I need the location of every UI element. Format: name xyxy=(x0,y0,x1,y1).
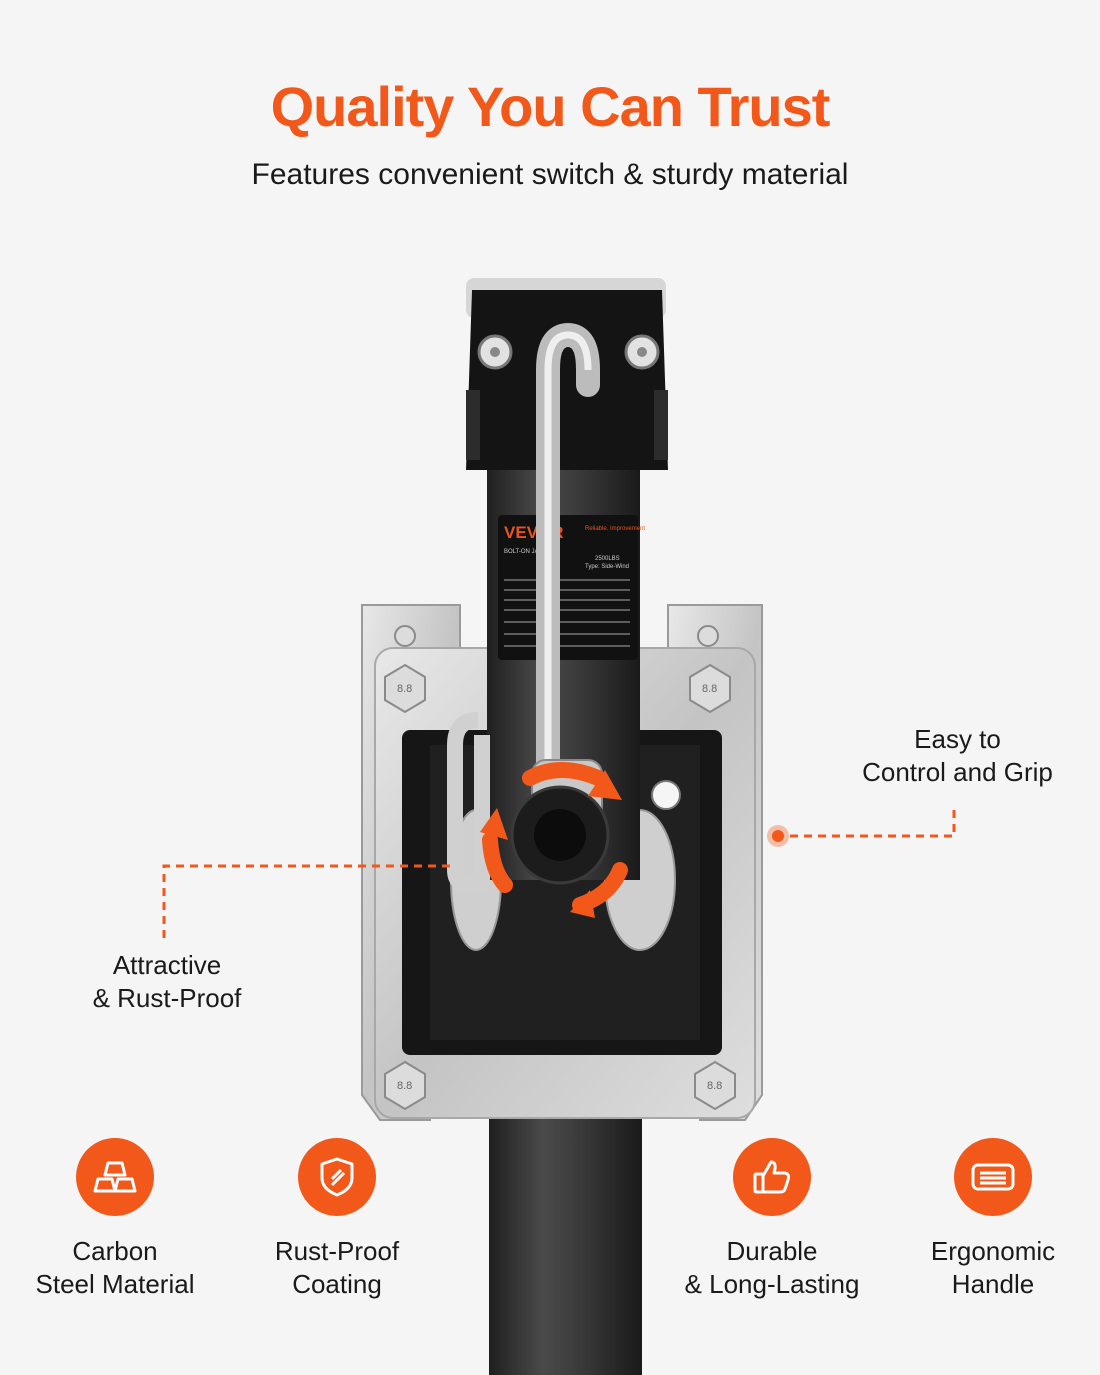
shield-icon xyxy=(298,1138,376,1216)
callout-leader-easy-grip xyxy=(767,804,956,847)
feature-label-line2: Coating xyxy=(292,1269,382,1299)
feature-label-line2: Handle xyxy=(951,1269,1035,1299)
svg-text:2500LBS: 2500LBS xyxy=(595,556,620,562)
bracket-bolts xyxy=(384,625,736,1111)
feature-label-line1: Ergonomic xyxy=(930,1236,1056,1266)
callout-rust-proof: Attractive & Rust-Proof xyxy=(62,949,272,1015)
feature-carbon-steel: Carbon Steel Material xyxy=(0,1138,235,1301)
svg-text:BOLT-ON JACK: BOLT-ON JACK xyxy=(504,549,547,555)
handle-icon xyxy=(954,1138,1032,1216)
bolt-grade-mark: 8.8 xyxy=(702,683,717,695)
feature-label-line1: Durable xyxy=(726,1236,818,1266)
feature-rust-proof: Rust-Proof Coating xyxy=(217,1138,457,1301)
thumbs-up-icon xyxy=(733,1138,811,1216)
callout-easy-grip-line1: Easy to xyxy=(914,724,1001,754)
callout-leader-rust-proof xyxy=(162,864,450,940)
callout-easy-grip-line2: Control and Grip xyxy=(862,757,1053,787)
crank-handle xyxy=(447,322,610,893)
svg-text:Reliable. Improvement: Reliable. Improvement xyxy=(585,526,645,532)
feature-label-line2: Steel Material xyxy=(35,1269,195,1299)
feature-ergonomic-handle: Ergonomic Handle xyxy=(873,1138,1100,1301)
bolt-grade-mark: 8.8 xyxy=(397,1080,412,1092)
page-title: Quality You Can Trust xyxy=(270,75,831,138)
callout-rust-proof-line1: Attractive xyxy=(112,950,222,980)
callout-easy-grip: Easy to Control and Grip xyxy=(845,723,1070,789)
product-label: VEVOR Reliable. Improvement BOLT-ON JACK… xyxy=(498,515,645,660)
jack-top-cap xyxy=(466,278,668,470)
bolt-grade-mark: 8.8 xyxy=(707,1080,722,1092)
steel-ingots-icon xyxy=(76,1138,154,1216)
rotation-arrowheads xyxy=(480,770,622,918)
feature-label-line1: Carbon xyxy=(72,1236,158,1266)
bolt-grade-mark: 8.8 xyxy=(397,683,412,695)
feature-label-line2: & Long-Lasting xyxy=(684,1269,860,1299)
page-subtitle: Features convenient switch & sturdy mate… xyxy=(251,158,849,191)
feature-durable: Durable & Long-Lasting xyxy=(652,1138,892,1301)
callout-rust-proof-line2: & Rust-Proof xyxy=(92,983,242,1013)
feature-label-line1: Rust-Proof xyxy=(274,1236,400,1266)
svg-text:Type: Side-Wind: Type: Side-Wind xyxy=(585,564,629,570)
